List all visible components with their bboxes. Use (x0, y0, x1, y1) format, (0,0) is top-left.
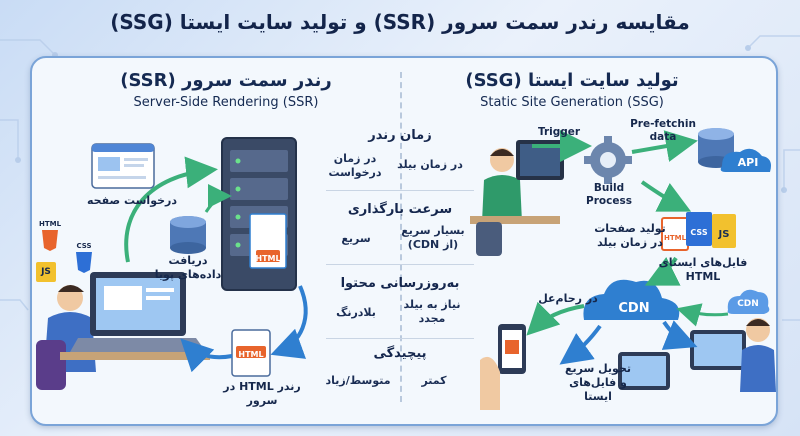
prefetch-label: Pre-fetchin data (628, 118, 698, 144)
cdn-small-label: CDN (732, 298, 764, 311)
realtime-label: در رحام‌عل (536, 292, 600, 306)
fast-delivery-label: تحویل سریع و فایل‌های ایستا (560, 362, 636, 404)
fast-delivery-arrow (566, 326, 600, 360)
file-js-text: JS (712, 228, 736, 241)
file-html-text: HTML (662, 232, 688, 245)
gear-icon (584, 136, 632, 184)
developer-illustration (470, 140, 564, 256)
cdn-to-mobile-arrow (532, 306, 584, 330)
cdn-label: CDN (604, 302, 664, 315)
build-time-label: تولید صفحات در زمان بیلد (594, 222, 666, 250)
build-process-label: Build Process (574, 182, 644, 208)
build-arrow (642, 182, 684, 208)
mobile-user-illustration (480, 324, 526, 410)
api-label: API (728, 156, 768, 169)
file-css-text: CSS (686, 226, 712, 239)
trigger-label: Trigger (536, 126, 582, 139)
static-files-label: فایل‌های ایستای HTML (648, 256, 758, 284)
cdn-to-tablet-arrow (664, 322, 690, 344)
edge-arrow (682, 310, 728, 315)
tablet-users-illustration (618, 318, 776, 392)
